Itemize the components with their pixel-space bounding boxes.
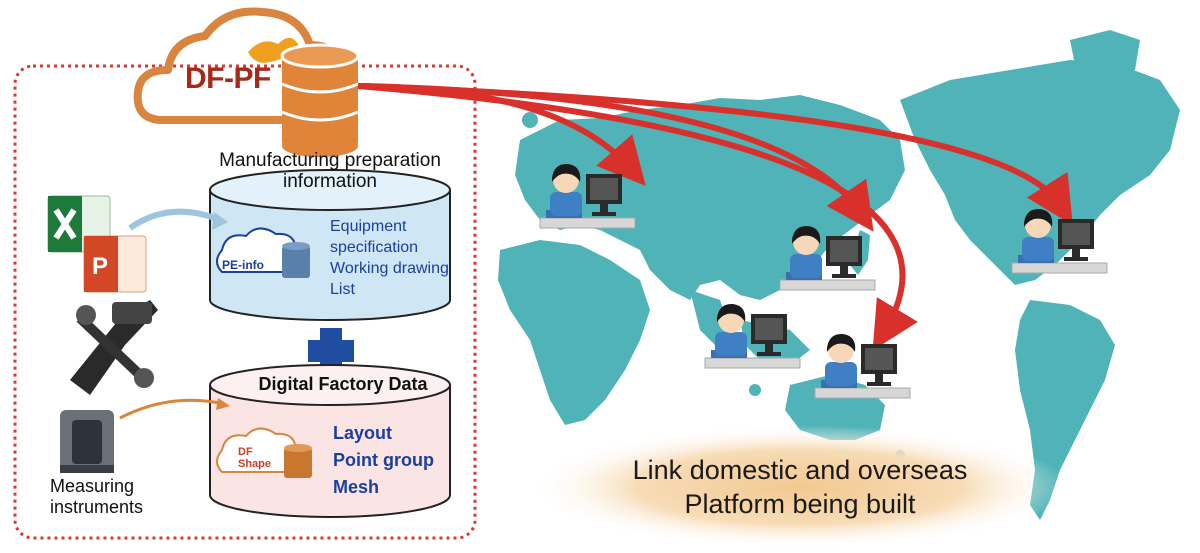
digital-factory-title: Digital Factory Data	[258, 374, 428, 394]
list-item: Equipment	[330, 218, 407, 235]
list-item: List	[330, 281, 355, 298]
operator-icon	[779, 225, 876, 291]
operator-icon	[1011, 208, 1108, 274]
database-icon	[284, 444, 312, 478]
platform-name: DF-PF	[185, 62, 271, 95]
list-item: Mesh	[333, 477, 380, 497]
database-icon	[282, 242, 310, 278]
operator-icon	[539, 163, 636, 229]
list-item: Working drawing	[330, 260, 449, 277]
list-item: specification	[330, 239, 419, 256]
database-icon	[280, 43, 360, 157]
powerpoint-icon: P	[83, 235, 147, 293]
svg-text:P: P	[92, 253, 108, 280]
digital-factory-items: Layout Point group Mesh	[333, 420, 434, 501]
laser-scanner-icon	[60, 410, 114, 473]
link-caption: Link domestic and overseas Platform bein…	[632, 455, 968, 519]
list-item: Point group	[333, 450, 434, 470]
operator-icon	[704, 303, 801, 369]
operator-icon	[814, 333, 911, 399]
measuring-label: Measuring instruments	[50, 476, 144, 517]
handheld-scanner-icon	[70, 300, 158, 395]
df-shape-badge: DF Shape	[238, 446, 272, 470]
pe-info-badge: PE-info	[222, 258, 264, 272]
pe-info-items: Equipment specification Working drawing …	[330, 216, 449, 300]
mfg-prep-title: Manufacturing preparation information	[219, 150, 441, 192]
list-item: Layout	[333, 423, 393, 443]
